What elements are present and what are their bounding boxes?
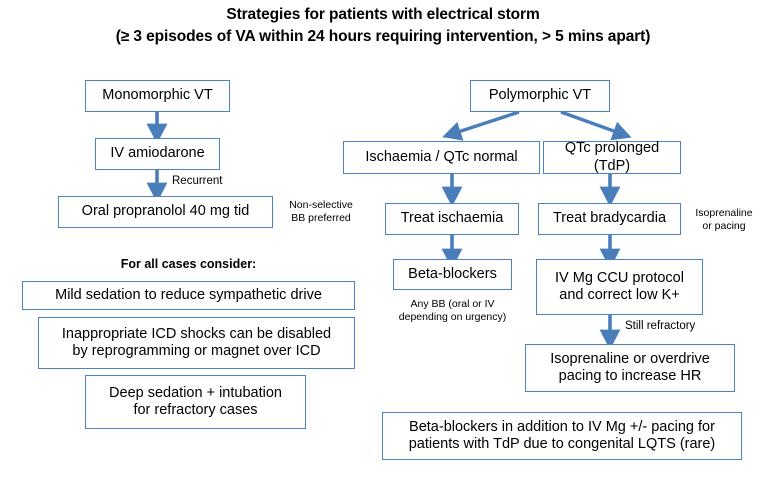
note-any-bb: Any BB (oral or IV depending on urgency)	[398, 298, 507, 323]
section-heading-for-all-cases: For all cases consider:	[120, 257, 257, 271]
node-iv-mg-protocol[interactable]: IV Mg CCU protocol and correct low K+	[536, 259, 703, 315]
page-title-line1: Strategies for patients with electrical …	[226, 6, 540, 23]
edge-label-still-refractory: Still refractory	[625, 320, 696, 332]
node-beta-blockers[interactable]: Beta-blockers	[393, 259, 512, 290]
node-oral-propranolol[interactable]: Oral propranolol 40 mg tid	[58, 196, 273, 228]
edge-label-recurrent: Recurrent	[172, 175, 223, 187]
node-label: Polymorphic VT	[488, 87, 592, 104]
node-ischaemia-qtc-normal[interactable]: Ischaemia / QTc normal	[343, 141, 540, 174]
node-treat-ischaemia[interactable]: Treat ischaemia	[385, 203, 519, 235]
node-bb-addition-tdp[interactable]: Beta-blockers in addition to IV Mg +/- p…	[382, 412, 742, 460]
node-label: QTc prolonged (TdP)	[564, 140, 660, 174]
node-deep-sedation[interactable]: Deep sedation + intubation for refractor…	[85, 375, 306, 429]
node-label: Treat ischaemia	[400, 210, 504, 227]
node-label: Monomorphic VT	[102, 87, 213, 104]
node-isoprenaline-overdrive[interactable]: Isoprenaline or overdrive pacing to incr…	[525, 344, 735, 392]
node-polymorphic-vt[interactable]: Polymorphic VT	[470, 80, 610, 112]
node-label: Mild sedation to reduce sympathetic driv…	[55, 286, 322, 303]
node-treat-bradycardia[interactable]: Treat bradycardia	[538, 203, 681, 235]
node-mild-sedation[interactable]: Mild sedation to reduce sympathetic driv…	[22, 281, 355, 310]
node-qtc-prolonged[interactable]: QTc prolonged (TdP)	[543, 140, 681, 174]
node-iv-amiodarone[interactable]: IV amiodarone	[95, 138, 220, 170]
node-label: Ischaemia / QTc normal	[365, 148, 518, 165]
node-label: Oral propranolol 40 mg tid	[81, 203, 250, 220]
node-label: Treat bradycardia	[552, 210, 667, 227]
note-isoprenaline-or-pacing: Isoprenaline or pacing	[695, 207, 753, 232]
node-icd-shocks[interactable]: Inappropriate ICD shocks can be disabled…	[38, 317, 355, 369]
node-label: Beta-blockers	[408, 265, 497, 282]
node-monomorphic-vt[interactable]: Monomorphic VT	[85, 80, 230, 112]
node-label: IV amiodarone	[110, 145, 205, 162]
page-title-line2: (≥ 3 episodes of VA within 24 hours requ…	[115, 28, 651, 45]
note-non-selective-bb: Non-selective BB preferred	[289, 199, 353, 224]
